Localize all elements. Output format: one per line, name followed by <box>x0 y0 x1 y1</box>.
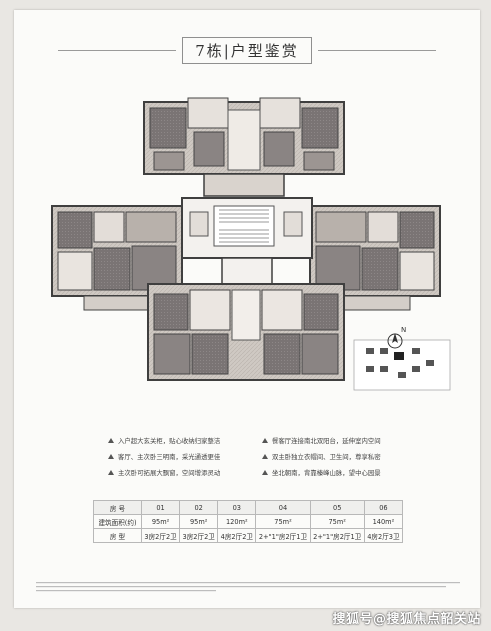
table-cell: 04 <box>255 500 311 515</box>
table-cell: 01 <box>140 500 181 515</box>
triangle-bullet-icon <box>108 454 114 459</box>
table-cell: 95m² <box>140 514 181 529</box>
title-rule-right <box>317 49 436 51</box>
site-key-plan <box>353 339 451 391</box>
table-cell: 06 <box>363 500 404 515</box>
unit-block-top <box>143 97 345 197</box>
feature-left-1: 入户超大玄关柜，贴心收纳归家整洁 <box>108 436 220 445</box>
table-row-unit-number: 房 号 01 02 03 04 05 06 <box>93 500 404 515</box>
unit-block-bottom <box>147 283 345 381</box>
floor-plan-drawing <box>51 97 451 391</box>
table-cell: 140m² <box>363 514 404 529</box>
title-rule-left <box>58 49 177 51</box>
triangle-bullet-icon <box>262 470 268 475</box>
table-row-area: 建筑面积(约) 95m² 95m² 120m² 75m² 75m² 140m² <box>93 514 404 529</box>
watermark: 搜狐号@搜狐焦点韶关站 <box>332 612 481 627</box>
unit-table: 房 号 01 02 03 04 05 06 建筑面积(约) 95m² 95m² … <box>93 500 404 543</box>
brochure-sheet: 7栋|户型鉴赏 <box>14 10 480 608</box>
table-cell: 2+"1"房2厅1卫 <box>255 528 311 543</box>
unit-block-left <box>51 205 183 311</box>
building-core <box>181 197 313 285</box>
table-cell: 03 <box>217 500 257 515</box>
feature-right-2: 双主卧独立衣帽间、卫生间，尊享私密 <box>262 452 381 461</box>
table-cell: 05 <box>309 500 365 515</box>
feature-left-2: 客厅、主次卧三明南，采光通透更佳 <box>108 452 220 461</box>
feature-right-3: 坐北朝南，背靠榛峰山脉，望中心园景 <box>262 468 381 477</box>
table-cell: 3房2厅2卫 <box>179 528 219 543</box>
table-cell: 75m² <box>309 514 365 529</box>
page-title: 7栋|户型鉴赏 <box>182 36 312 64</box>
table-cell: 02 <box>179 500 219 515</box>
row-label: 建筑面积(约) <box>93 514 142 529</box>
triangle-bullet-icon <box>262 438 268 443</box>
table-cell: 95m² <box>179 514 219 529</box>
table-cell: 2+"1"房2厅1卫 <box>309 528 365 543</box>
table-cell: 4房2厅2卫 <box>217 528 257 543</box>
row-label: 房 号 <box>93 500 142 515</box>
north-compass-icon <box>387 333 403 349</box>
triangle-bullet-icon <box>108 470 114 475</box>
table-cell: 120m² <box>217 514 257 529</box>
feature-left-3: 主次卧可拓展大飘窗，空间增添灵动 <box>108 468 220 477</box>
unit-block-right <box>309 205 441 311</box>
feature-right-1: 餐客厅连接南北双阳台，延伸室内空间 <box>262 436 381 445</box>
title-bar: 7栋|户型鉴赏 <box>14 36 480 64</box>
triangle-bullet-icon <box>262 454 268 459</box>
table-cell: 4房2厅3卫 <box>363 528 404 543</box>
disclaimer-fine-print <box>36 582 460 592</box>
table-cell: 3房2厅2卫 <box>140 528 181 543</box>
table-row-layout: 房 型 3房2厅2卫 3房2厅2卫 4房2厅2卫 2+"1"房2厅1卫 2+"1… <box>93 528 404 543</box>
table-cell: 75m² <box>255 514 311 529</box>
row-label: 房 型 <box>93 528 142 543</box>
compass-label: N <box>401 326 407 334</box>
triangle-bullet-icon <box>108 438 114 443</box>
